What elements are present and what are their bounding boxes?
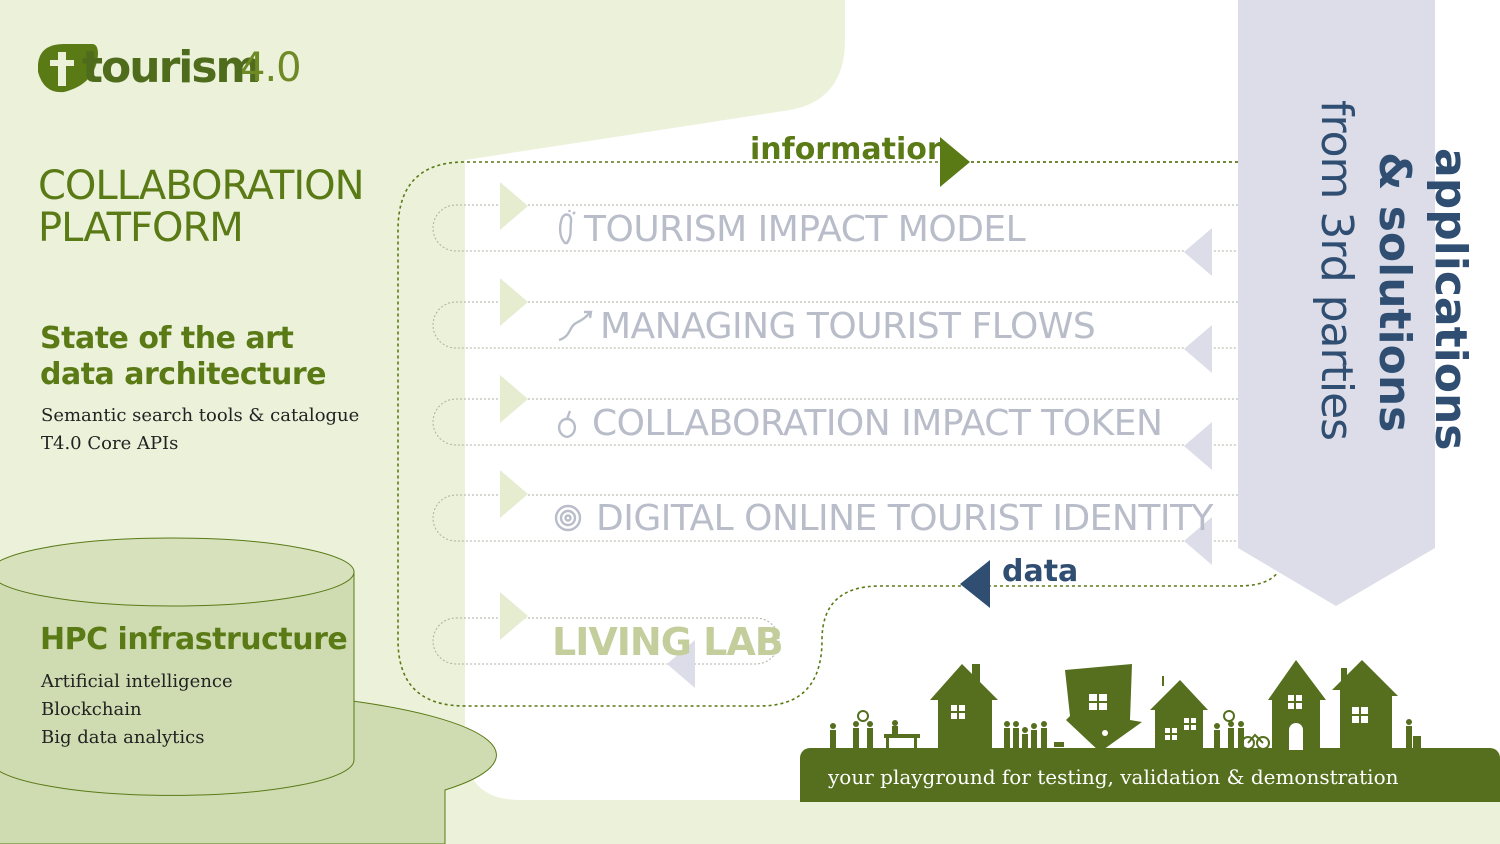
living-lab-label: LIVING LAB (552, 620, 784, 664)
logo-word: tourism (82, 42, 261, 93)
logo-mark (38, 44, 98, 93)
apps-line3: from 3rd parties (1311, 100, 1362, 441)
row-managing-tourist-flows: MANAGING TOURIST FLOWS (600, 306, 1096, 347)
architecture-item: Semantic search tools & catalogue (41, 405, 360, 426)
row-tourism-impact-model: TOURISM IMPACT MODEL (584, 209, 1026, 250)
database-cylinder (0, 537, 497, 844)
apple-icon (557, 410, 577, 439)
logo-version: 4.0 (240, 45, 302, 91)
hpc-title: HPC infrastructure (40, 622, 348, 657)
hpc-list: Artificial intelligence Blockchain Big d… (41, 668, 233, 752)
information-label: information (750, 132, 949, 167)
row-capsules (432, 204, 1238, 665)
architecture-title: State of the art data architecture (40, 321, 327, 393)
apps-line1: applications (1425, 148, 1476, 451)
apps-arrow (1238, 0, 1435, 606)
hpc-item: Blockchain (41, 699, 142, 720)
architecture-title-line2: data architecture (40, 357, 327, 392)
architecture-item: T4.0 Core APIs (41, 433, 179, 454)
data-arrow-icon (960, 560, 990, 608)
bottom-band (465, 800, 1500, 844)
apps-line2: & solutions (1369, 152, 1420, 433)
inbound-arrows (500, 182, 528, 640)
footprint-icon (558, 209, 576, 245)
fingerprint-icon (554, 504, 582, 532)
platform-title-line1: COLLABORATION (38, 163, 365, 209)
row-digital-online-tourist-identity: DIGITAL ONLINE TOURIST IDENTITY (596, 498, 1213, 539)
information-flow-line (397, 161, 1279, 707)
platform-title-line2: PLATFORM (38, 205, 244, 251)
village-illustration (800, 660, 1500, 802)
data-label: data (1002, 554, 1079, 589)
outbound-arrows (667, 228, 1212, 688)
hpc-item: Artificial intelligence (41, 671, 233, 692)
information-arrow-icon (940, 137, 970, 187)
playground-banner: your playground for testing, validation … (828, 765, 1399, 789)
platform-title: COLLABORATION PLATFORM (38, 163, 365, 251)
row-collaboration-impact-token: COLLABORATION IMPACT TOKEN (592, 403, 1163, 444)
architecture-list: Semantic search tools & catalogue T4.0 C… (41, 402, 359, 458)
hpc-item: Big data analytics (41, 727, 205, 748)
path-arrow-icon (558, 310, 593, 342)
architecture-title-line1: State of the art (40, 321, 294, 356)
